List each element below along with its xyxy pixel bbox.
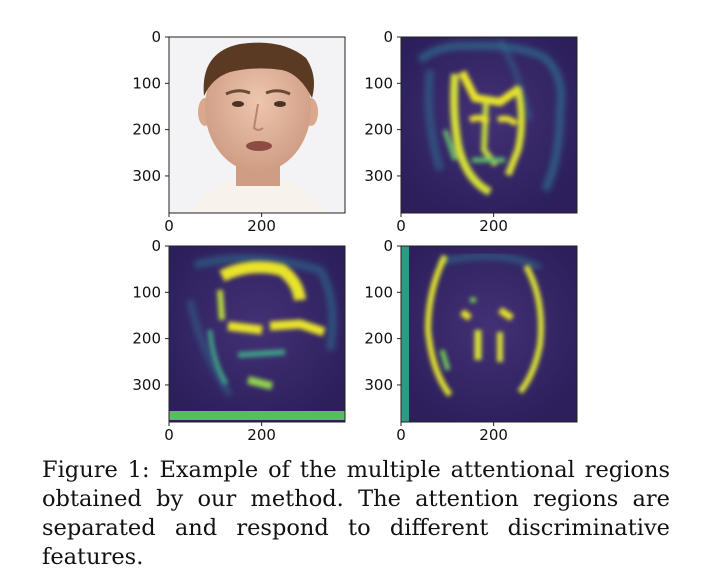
y-tick-label: 300 — [132, 376, 161, 394]
figure-caption: Figure 1: Example of the multiple attent… — [42, 457, 670, 570]
y-tick-label: 100 — [364, 74, 393, 92]
x-tick-label: 200 — [479, 426, 508, 444]
x-tick-label: 0 — [396, 426, 406, 444]
y-tick-label: 0 — [383, 28, 393, 46]
y-tick-label: 300 — [364, 167, 393, 185]
figure: 0 200 0 100 200 300 0 200 0 100 200 300 0 200 0 100 200 3… — [132, 28, 578, 444]
y-tick-label: 0 — [151, 237, 161, 255]
x-tick-label: 200 — [247, 217, 276, 235]
y-tick-label: 200 — [364, 330, 393, 348]
y-tick-label: 300 — [364, 376, 393, 394]
y-tick-label: 100 — [132, 283, 161, 301]
x-tick-label: 0 — [164, 426, 174, 444]
face-photo-panel — [168, 36, 346, 214]
x-tick-label: 200 — [479, 217, 508, 235]
x-tick-label: 0 — [396, 217, 406, 235]
y-tick-label: 0 — [151, 28, 161, 46]
y-tick-label: 200 — [364, 121, 393, 139]
x-tick-label: 200 — [247, 426, 276, 444]
y-tick-label: 200 — [132, 121, 161, 139]
y-tick-label: 200 — [132, 330, 161, 348]
axis-ticks: 0 200 0 100 200 300 0 200 0 100 200 300 0 200 0 100 200 3… — [132, 28, 508, 444]
y-tick-label: 0 — [383, 237, 393, 255]
x-tick-label: 0 — [164, 217, 174, 235]
y-tick-label: 100 — [132, 74, 161, 92]
y-tick-label: 100 — [364, 283, 393, 301]
attention-map-3 — [400, 245, 578, 423]
attention-map-1 — [400, 36, 578, 214]
y-tick-label: 300 — [132, 167, 161, 185]
attention-map-2 — [168, 245, 346, 423]
